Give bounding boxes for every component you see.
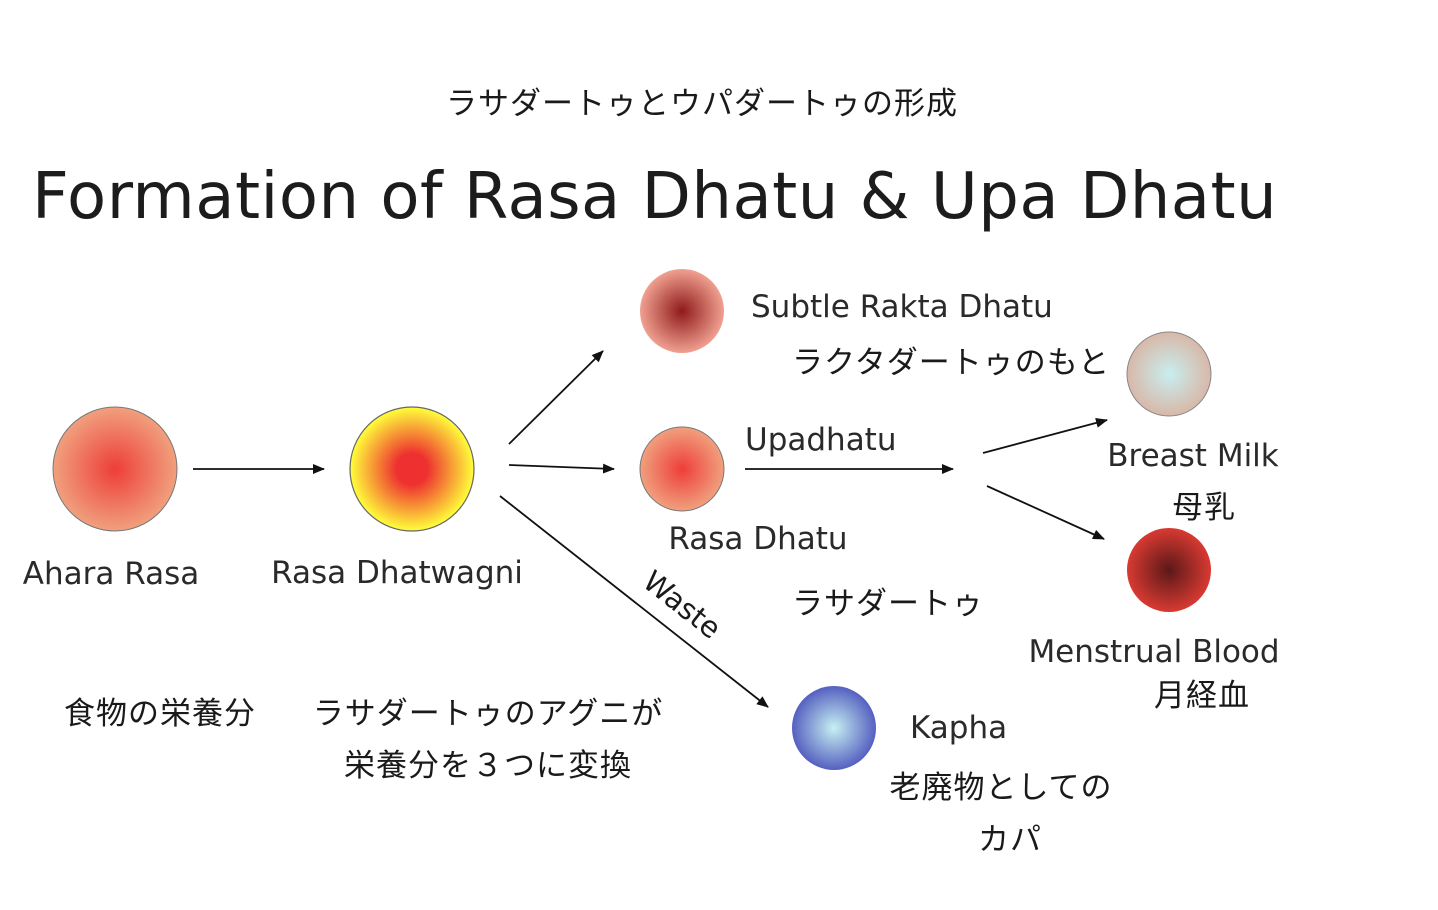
kapha-jp-line2: カパ bbox=[978, 822, 1042, 858]
rasa-dhatu-jp: ラサダートゥ bbox=[792, 586, 984, 622]
subtle-rakta-node bbox=[640, 269, 724, 353]
kapha-label: Kapha bbox=[910, 710, 1008, 746]
edge-label-waste: Waste bbox=[637, 564, 728, 646]
rasa-dhatwagni-label: Rasa Dhatwagni bbox=[271, 555, 523, 591]
menstrual-blood-node bbox=[1127, 528, 1211, 612]
menstrual-blood-label: Menstrual Blood bbox=[1028, 634, 1280, 670]
ahara-rasa-label: Ahara Rasa bbox=[22, 556, 200, 592]
rasa-dhatwagni-jp-line2: 栄養分を３つに変換 bbox=[344, 748, 632, 784]
rasa-dhatu-node bbox=[639, 426, 725, 512]
kapha-jp-line1: 老廃物としての bbox=[889, 770, 1113, 806]
menstrual-blood-jp: 月経血 bbox=[1154, 678, 1250, 714]
breast-milk-jp: 母乳 bbox=[1172, 490, 1236, 526]
rasa-dhatu-label: Rasa Dhatu bbox=[668, 521, 848, 557]
breast-milk-node bbox=[1126, 331, 1212, 417]
arrow-to-menstrual-blood bbox=[986, 485, 1105, 540]
subtle-rakta-jp: ラクタダートゥのもと bbox=[792, 345, 1111, 381]
arrow-to-breast-milk bbox=[982, 417, 1108, 454]
ahara-rasa-node bbox=[52, 406, 178, 532]
arrow-dhatwagni-to-rakta bbox=[508, 350, 604, 445]
rasa-dhatwagni-node bbox=[349, 406, 475, 532]
arrow-dhatwagni-to-rasa bbox=[508, 463, 615, 474]
arrow-dhatwagni-to-kapha bbox=[499, 495, 769, 708]
subtle-rakta-label: Subtle Rakta Dhatu bbox=[751, 289, 1053, 325]
kapha-node bbox=[792, 686, 876, 770]
rasa-dhatwagni-jp-line1: ラサダートゥのアグニが bbox=[312, 696, 664, 732]
diagram-title: Formation of Rasa Dhatu & Upa Dhatu bbox=[32, 160, 1278, 234]
ahara-rasa-jp: 食物の栄養分 bbox=[64, 696, 256, 732]
breast-milk-label: Breast Milk bbox=[1107, 438, 1279, 474]
edge-label-upadhatu: Upadhatu bbox=[745, 422, 897, 458]
subtitle-jp: ラサダートゥとウパダートゥの形成 bbox=[446, 86, 958, 122]
